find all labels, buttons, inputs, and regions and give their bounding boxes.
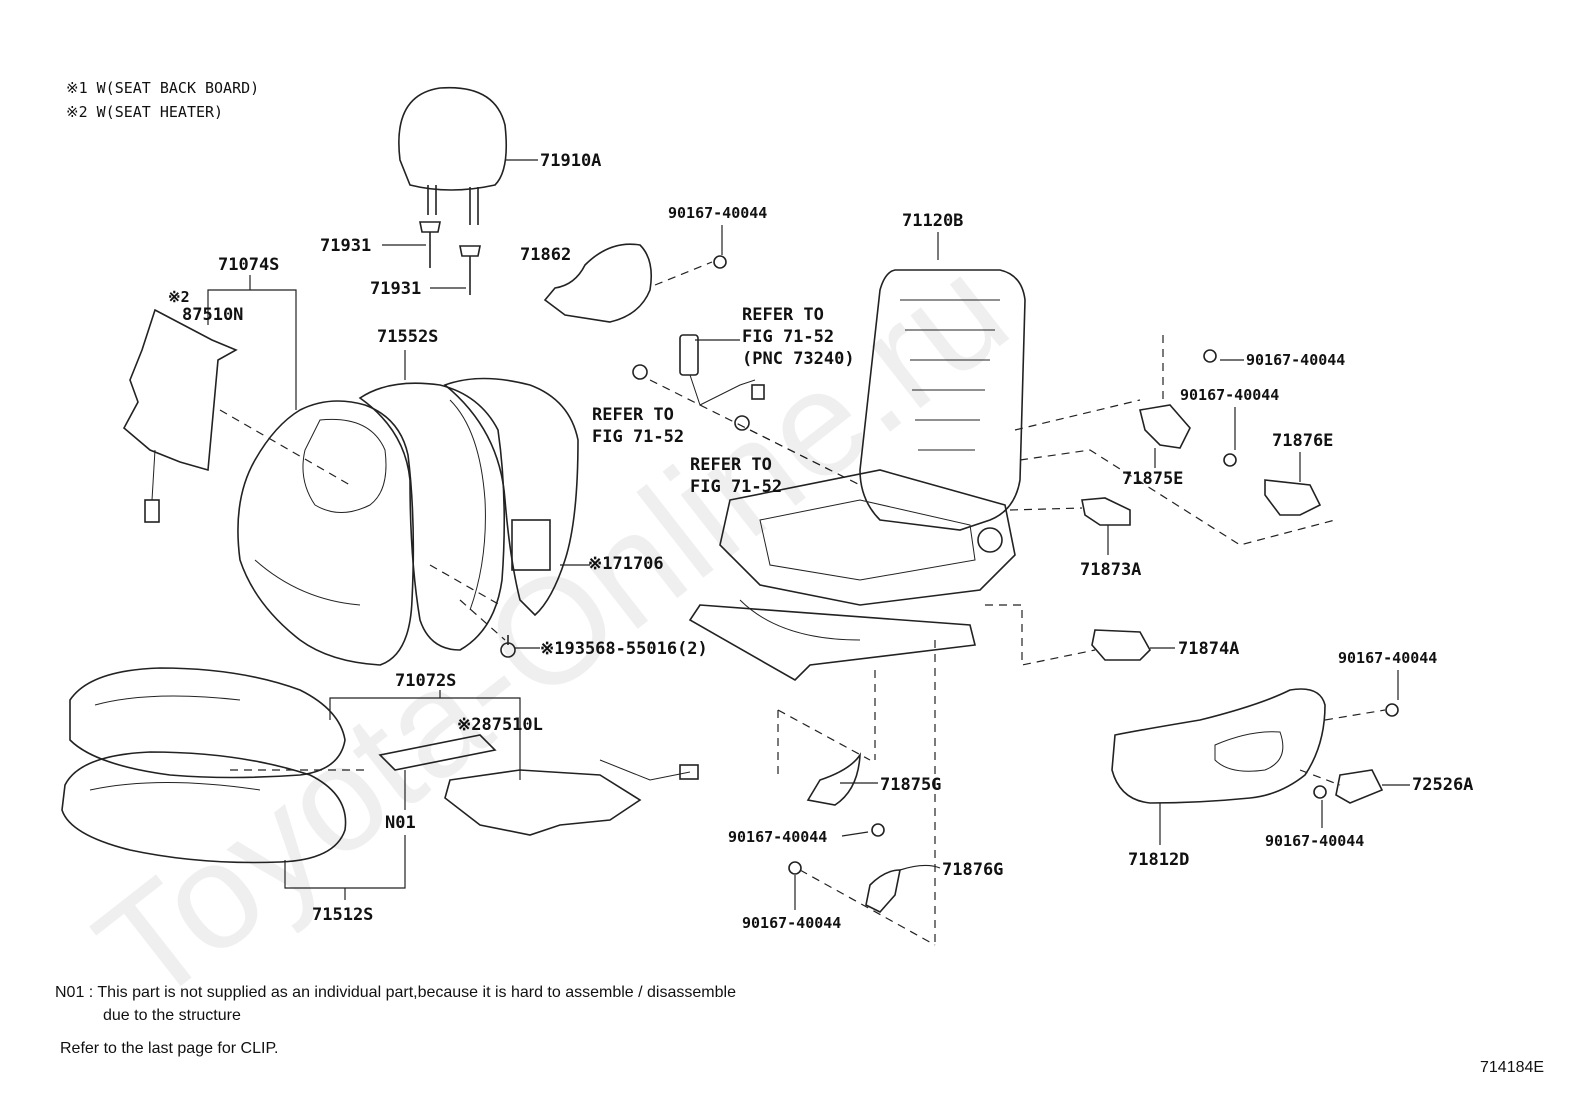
bolt-c2-drawing [788,861,802,875]
label-71931-upper: 71931 [320,236,371,256]
label-71072S: 71072S [395,671,456,691]
label-bolt-r3: 90167-40044 [1338,649,1437,667]
label-clip-93568: ※193568-55016(2) [540,639,708,659]
label-71552S: 71552S [377,327,438,347]
cushion-cover-drawing [69,667,346,779]
seat-back-pad-drawing [358,382,506,651]
cushion-pad-drawing [61,751,347,864]
label-N01: N01 [385,813,416,833]
label-bolt-r4: 90167-40044 [1265,832,1364,850]
label-71875G: 71875G [880,775,941,795]
cover-71862-drawing [543,243,653,323]
label-71873A: 71873A [1080,560,1141,580]
label-refer2-line1: REFER TO [592,405,674,425]
seat-back-board-drawing [443,377,579,617]
label-bolt-top: 90167-40044 [668,204,767,222]
shield-71812D-drawing [1111,688,1326,804]
label-refer1-line3: (PNC 73240) [742,349,855,369]
label-bolt-c1: 90167-40044 [728,828,827,846]
note-seat-back-board: ※1 W(SEAT BACK BOARD) [66,79,259,97]
headrest-support-drawing [419,221,481,295]
label-71876E: 71876E [1272,431,1333,451]
cover-71875G-drawing [806,752,861,806]
label-87510N: 87510N [182,305,243,325]
seat-back-cover-drawing [237,400,415,666]
bolt-top-drawing [713,255,727,269]
cover-71876E-drawing [1264,479,1322,516]
label-71875E: 71875E [1122,469,1183,489]
label-bolt-r2: 90167-40044 [1180,386,1279,404]
label-87510L: ※287510L [457,715,543,735]
footnote-n01-line2: due to the structure [103,1007,241,1024]
bracket-71873A-drawing [1081,497,1131,526]
bolt-c1-drawing [871,823,885,837]
bracket-71874A-drawing [1091,629,1151,661]
label-72526A: 72526A [1412,775,1473,795]
label-71706: ※171706 [588,554,664,574]
label-71862: 71862 [520,245,571,265]
bolt-r1-drawing [1203,349,1217,363]
label-87510N-mark: ※2 [168,288,190,306]
seat-frame-drawing [688,269,1026,681]
label-71512S: 71512S [312,905,373,925]
label-71120B: 71120B [902,211,963,231]
label-71876G: 71876G [942,860,1003,880]
cover-71876G-drawing [865,869,901,913]
label-refer2-line2: FIG 71-52 [592,427,684,447]
label-71074S: 71074S [218,255,279,275]
figure-id: 714184E [1480,1059,1544,1076]
label-refer1-line2: FIG 71-52 [742,327,834,347]
label-71874A: 71874A [1178,639,1239,659]
label-refer3-line2: FIG 71-52 [690,477,782,497]
label-71931-lower: 71931 [370,279,421,299]
footnote-clip: Refer to the last page for CLIP. [60,1040,279,1057]
clip-drawing [500,635,516,658]
bolt-r2-drawing [1223,453,1237,467]
note-seat-heater: ※2 W(SEAT HEATER) [66,103,223,121]
label-bolt-r1: 90167-40044 [1246,351,1345,369]
bolt-r4-drawing [1313,785,1327,799]
nut-drawing [734,415,750,431]
cover-71875E-drawing [1139,404,1191,449]
label-refer3-line1: REFER TO [690,455,772,475]
watermark: Toyota-Online.ru [66,225,1037,1035]
knob-72526A-drawing [1335,769,1384,804]
label-71910A: 71910A [540,151,601,171]
label-bolt-c2: 90167-40044 [742,914,841,932]
cushion-heater-drawing [378,734,699,836]
bolt-r3-drawing [1385,703,1399,717]
back-heater-drawing [122,308,238,523]
label-refer1-line1: REFER TO [742,305,824,325]
label-71812D: 71812D [1128,850,1189,870]
footnote-n01-line1: N01 : This part is not supplied as an in… [55,984,736,1001]
headrest-drawing [398,86,508,225]
buckle-drawing [632,334,765,406]
